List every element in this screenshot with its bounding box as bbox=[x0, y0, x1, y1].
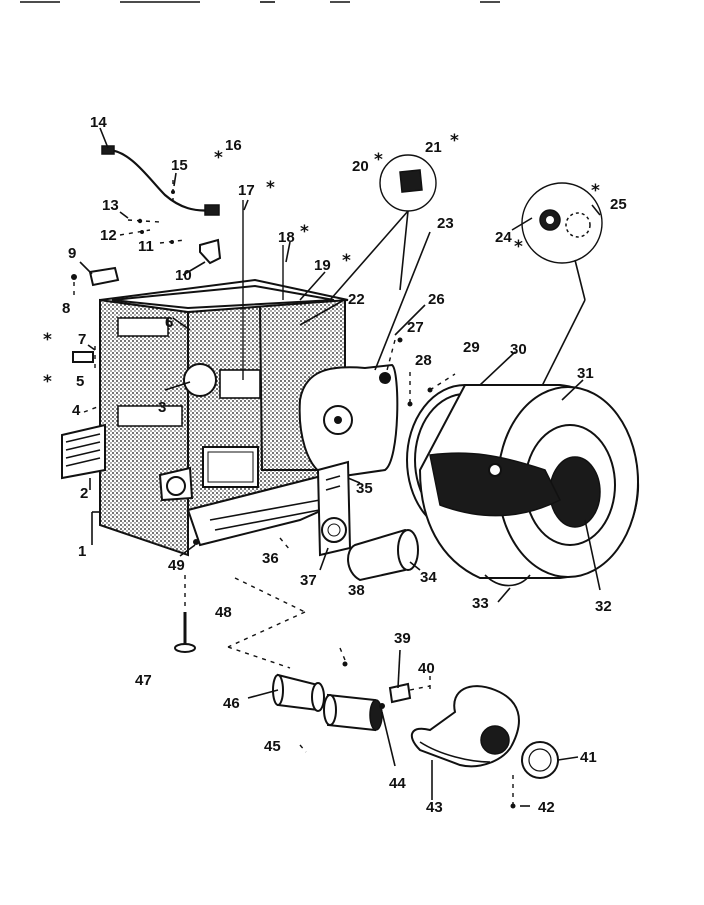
part-labels: 14 15 16 13 12 11 9 10 8 7 6 5 3 4 2 1 1… bbox=[62, 114, 627, 816]
part-14-cord bbox=[101, 145, 220, 216]
label-12: 12 bbox=[100, 227, 117, 244]
label-5: 5 bbox=[76, 373, 84, 390]
detail-circle-left bbox=[329, 154, 437, 301]
label-30: 30 bbox=[510, 341, 527, 358]
label-26: 26 bbox=[428, 291, 445, 308]
star-25: * bbox=[591, 181, 600, 201]
label-35: 35 bbox=[356, 480, 373, 497]
part-41-ring bbox=[521, 741, 559, 779]
label-48: 48 bbox=[215, 604, 232, 621]
label-32: 32 bbox=[595, 598, 612, 615]
label-27: 27 bbox=[407, 319, 424, 336]
star-21: * bbox=[450, 131, 459, 151]
star-18: * bbox=[300, 222, 309, 242]
label-44: 44 bbox=[389, 775, 406, 792]
label-10: 10 bbox=[175, 267, 192, 284]
label-15: 15 bbox=[171, 157, 188, 174]
label-24: 24 bbox=[495, 229, 512, 246]
label-6: 6 bbox=[165, 314, 173, 331]
label-21: 21 bbox=[425, 139, 442, 156]
part-10-bracket bbox=[199, 238, 222, 265]
label-16: 16 bbox=[225, 137, 242, 154]
label-2: 2 bbox=[80, 485, 88, 502]
label-29: 29 bbox=[463, 339, 480, 356]
part-35-37-bracket bbox=[316, 460, 352, 557]
label-22: 22 bbox=[348, 291, 365, 308]
part-2-panel bbox=[61, 423, 106, 480]
part-46-duct bbox=[272, 673, 325, 712]
label-9: 9 bbox=[68, 245, 76, 262]
part-8-screw bbox=[71, 274, 77, 298]
part-43-blower bbox=[410, 685, 520, 768]
label-41: 41 bbox=[580, 749, 597, 766]
label-11: 11 bbox=[138, 238, 154, 255]
label-37: 37 bbox=[300, 572, 317, 589]
part-duct-2 bbox=[323, 693, 385, 732]
label-43: 43 bbox=[426, 799, 443, 816]
star-5: * bbox=[43, 372, 52, 392]
part-47-leg bbox=[174, 612, 196, 653]
asterisk-marks: * * * * * * * * * * bbox=[43, 131, 600, 392]
label-7: 7 bbox=[78, 331, 86, 348]
label-40: 40 bbox=[418, 660, 435, 677]
star-19: * bbox=[342, 251, 351, 271]
label-36: 36 bbox=[262, 550, 279, 567]
label-1: 1 bbox=[78, 543, 86, 560]
star-17: * bbox=[266, 178, 275, 198]
part-48-path bbox=[184, 575, 348, 669]
front-bulkhead bbox=[298, 363, 399, 480]
star-7: * bbox=[43, 330, 52, 350]
label-42: 42 bbox=[538, 799, 555, 816]
label-14: 14 bbox=[90, 114, 107, 131]
label-38: 38 bbox=[348, 582, 365, 599]
leader-lines bbox=[79, 127, 601, 807]
label-19: 19 bbox=[314, 257, 331, 274]
label-39: 39 bbox=[394, 630, 411, 647]
label-34: 34 bbox=[420, 569, 437, 586]
detail-circle-right bbox=[519, 182, 603, 431]
label-4: 4 bbox=[72, 402, 81, 419]
label-46: 46 bbox=[223, 695, 240, 712]
star-16: * bbox=[214, 148, 223, 168]
label-28: 28 bbox=[415, 352, 432, 369]
label-17: 17 bbox=[238, 182, 255, 199]
label-33: 33 bbox=[472, 595, 489, 612]
part-5-clip bbox=[72, 351, 94, 363]
label-8: 8 bbox=[62, 300, 70, 317]
label-31: 31 bbox=[577, 365, 594, 382]
label-47: 47 bbox=[135, 672, 152, 689]
label-49: 49 bbox=[168, 557, 185, 574]
label-3: 3 bbox=[158, 399, 166, 416]
label-20: 20 bbox=[352, 158, 369, 175]
label-25: 25 bbox=[610, 196, 627, 213]
label-23: 23 bbox=[437, 215, 454, 232]
label-18: 18 bbox=[278, 229, 295, 246]
label-13: 13 bbox=[102, 197, 119, 214]
small-hardware bbox=[119, 180, 186, 244]
label-45: 45 bbox=[264, 738, 281, 755]
part-9-clip bbox=[88, 266, 120, 287]
part-39-clamp bbox=[388, 682, 412, 704]
star-20: * bbox=[374, 150, 383, 170]
part-38-roller bbox=[347, 528, 419, 582]
drum bbox=[406, 384, 640, 587]
star-24: * bbox=[514, 237, 523, 257]
